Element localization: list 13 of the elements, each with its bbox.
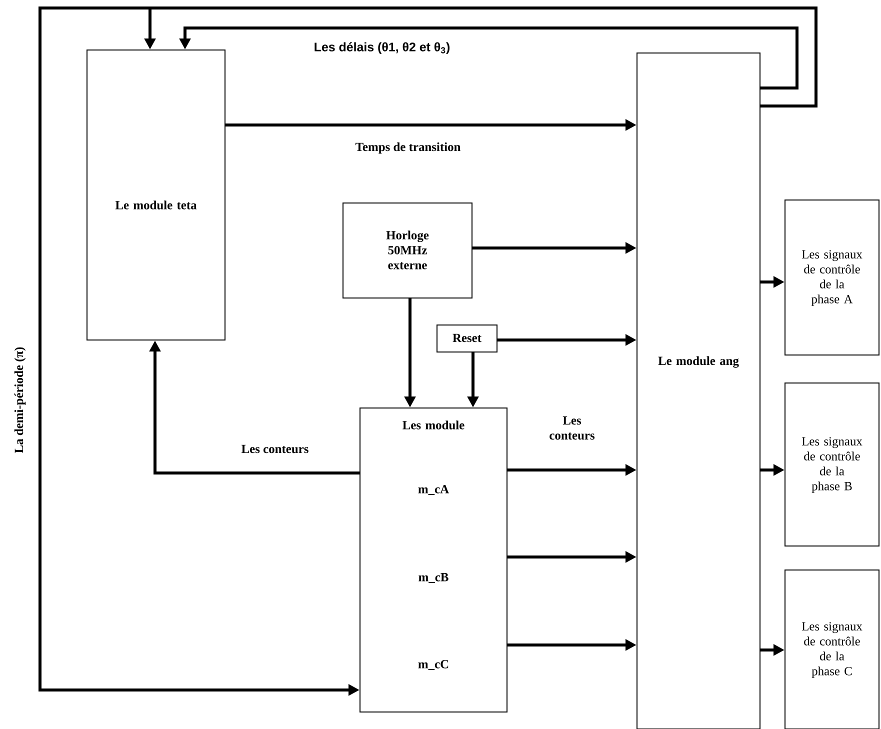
output-box: Les signaux de contrôle de la phase C (784, 570, 880, 729)
module-box: Les module m_cA m_cB m_cC (360, 408, 508, 712)
module-box: Le module ang (636, 52, 760, 729)
output-box: Les signaux de contrôle de la phase B (784, 382, 880, 546)
edge-label: Les délais (θ1, θ2 et θ$_{3}$) (312, 41, 452, 55)
edge-label: Temps de transition (354, 141, 462, 155)
reset-box: Reset (436, 324, 498, 352)
edge-label: Les conteurs (240, 444, 310, 454)
edge-label: La demi-période (π) (13, 346, 27, 454)
clock-box: Horloge 50MHz externe (342, 202, 472, 298)
module-box: Le module teta (86, 50, 226, 340)
output-box: Les signaux de contrôle de la phase A (784, 200, 880, 356)
edge-label: Les conteurs (546, 415, 598, 441)
